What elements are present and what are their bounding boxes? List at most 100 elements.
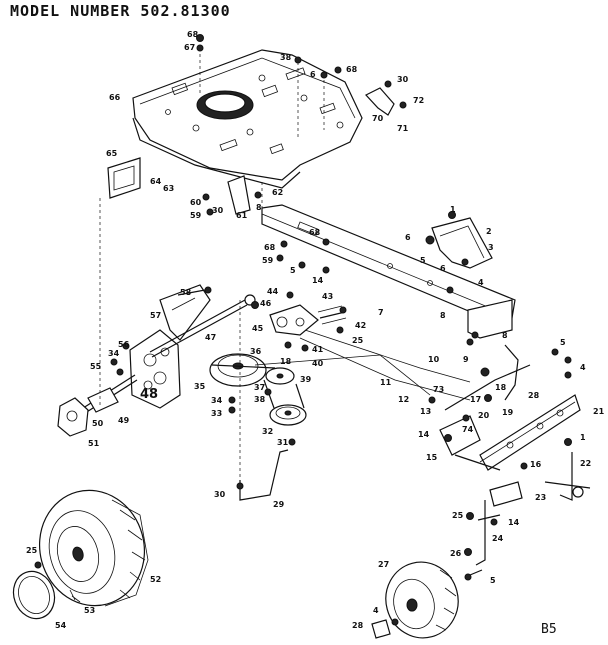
callout-19: 19 bbox=[502, 408, 514, 417]
callout-27: 27 bbox=[378, 560, 389, 569]
callout-34: 34 bbox=[211, 396, 223, 405]
callout-2: 2 bbox=[486, 227, 492, 236]
callout-25: 25 bbox=[352, 336, 364, 345]
callout-6: 6 bbox=[405, 233, 411, 242]
callout-35: 35 bbox=[194, 382, 206, 391]
callout-36: 36 bbox=[250, 347, 262, 356]
callout-62: 62 bbox=[272, 188, 283, 197]
callout-4: 4 bbox=[373, 606, 379, 615]
callout-13: 13 bbox=[420, 407, 431, 416]
callout-15: 15 bbox=[426, 453, 438, 462]
callout-66: 66 bbox=[109, 93, 121, 102]
callout-52: 52 bbox=[150, 575, 161, 584]
callout-11: 11 bbox=[380, 378, 392, 387]
bracket-65 bbox=[107, 157, 141, 199]
callout-24: 24 bbox=[492, 534, 504, 543]
callout-33: 33 bbox=[211, 409, 222, 418]
callout-73: 73 bbox=[433, 385, 444, 394]
callout-53: 53 bbox=[84, 606, 95, 615]
callout-30: 30 bbox=[212, 206, 224, 215]
callout-3: 3 bbox=[488, 243, 494, 252]
callout-55: 55 bbox=[90, 362, 102, 371]
callout-38: 38 bbox=[254, 395, 266, 404]
callout-16: 16 bbox=[530, 460, 542, 469]
steering-assembly bbox=[428, 344, 591, 501]
callout-6: 6 bbox=[310, 70, 316, 79]
callout-labels: 68 67 38 68 6 30 72 70 71 66 65 64 63 60… bbox=[26, 30, 605, 630]
callout-65: 65 bbox=[106, 149, 118, 158]
callout-38: 38 bbox=[280, 53, 292, 62]
callout-59: 59 bbox=[190, 211, 202, 220]
callout-40: 40 bbox=[312, 359, 324, 368]
callout-43: 43 bbox=[322, 292, 333, 301]
callout-47: 47 bbox=[205, 333, 216, 342]
page-reference: B5 bbox=[541, 622, 557, 637]
callout-17: 17 bbox=[470, 395, 481, 404]
callout-29: 29 bbox=[273, 500, 285, 509]
callout-61: 61 bbox=[236, 211, 248, 220]
callout-21: 21 bbox=[593, 407, 605, 416]
callout-9: 9 bbox=[463, 355, 469, 364]
callout-39: 39 bbox=[300, 375, 312, 384]
callout-8: 8 bbox=[440, 311, 446, 320]
callout-64: 64 bbox=[150, 177, 162, 186]
callout-20: 20 bbox=[478, 411, 490, 420]
callout-28: 28 bbox=[352, 621, 364, 630]
callout-68: 68 bbox=[309, 228, 321, 237]
callout-18: 18 bbox=[495, 383, 507, 392]
callout-8: 8 bbox=[256, 203, 262, 212]
callout-71: 71 bbox=[397, 124, 409, 133]
axle-hub bbox=[57, 198, 138, 437]
callout-48: 48 bbox=[140, 387, 158, 402]
callout-5: 5 bbox=[290, 266, 296, 275]
model-number-title: MODEL NUMBER 502.81300 bbox=[10, 2, 231, 20]
rear-wheel bbox=[34, 489, 149, 607]
callout-74: 74 bbox=[462, 425, 474, 434]
lever-70 bbox=[365, 80, 407, 116]
transaxle-assembly bbox=[129, 284, 259, 409]
callout-49: 49 bbox=[118, 416, 130, 425]
callout-63: 63 bbox=[163, 184, 174, 193]
callout-14: 14 bbox=[418, 430, 430, 439]
callout-26: 26 bbox=[450, 549, 462, 558]
bracket-2 bbox=[425, 211, 493, 269]
callout-41: 41 bbox=[312, 345, 324, 354]
front-spindle bbox=[464, 481, 523, 581]
callout-6: 6 bbox=[440, 264, 446, 273]
callout-44: 44 bbox=[267, 287, 279, 296]
callout-23: 23 bbox=[535, 493, 546, 502]
idler-arm bbox=[269, 291, 347, 352]
callout-extra: 5 6 bbox=[490, 576, 496, 585]
callout-34: 34 bbox=[108, 349, 120, 358]
callout-67: 67 bbox=[184, 43, 195, 52]
callout-45: 45 bbox=[252, 324, 264, 333]
front-wheel bbox=[371, 561, 459, 639]
callout-37: 37 bbox=[254, 383, 265, 392]
callout-4: 4 bbox=[580, 363, 586, 372]
callout-32: 32 bbox=[262, 427, 273, 436]
callout-25: 25 bbox=[452, 511, 464, 520]
callout-50: 50 bbox=[92, 419, 104, 428]
callout-1: 1 bbox=[450, 205, 456, 214]
callout-56: 56 bbox=[118, 340, 130, 349]
callout-30: 30 bbox=[214, 490, 226, 499]
callout-70: 70 bbox=[372, 114, 384, 123]
callout-68: 68 bbox=[264, 243, 276, 252]
chassis-plate bbox=[132, 49, 363, 189]
callout-30: 30 bbox=[397, 75, 409, 84]
callout-18: 18 bbox=[280, 357, 292, 366]
callout-57: 57 bbox=[150, 311, 161, 320]
callout-14: 14 bbox=[312, 276, 324, 285]
callout-1: 1 bbox=[580, 433, 586, 442]
callout-51: 51 bbox=[88, 439, 100, 448]
callout-12: 12 bbox=[398, 395, 409, 404]
callout-58: 58 bbox=[180, 288, 192, 297]
callout-8: 8 bbox=[502, 331, 508, 340]
callout-5: 5 bbox=[560, 338, 566, 347]
brake-rod bbox=[236, 300, 289, 501]
callout-5-front: 5 bbox=[490, 576, 496, 585]
callout-4: 4 bbox=[478, 278, 484, 287]
pulley-assembly bbox=[209, 329, 471, 446]
callout-42: 42 bbox=[355, 321, 366, 330]
